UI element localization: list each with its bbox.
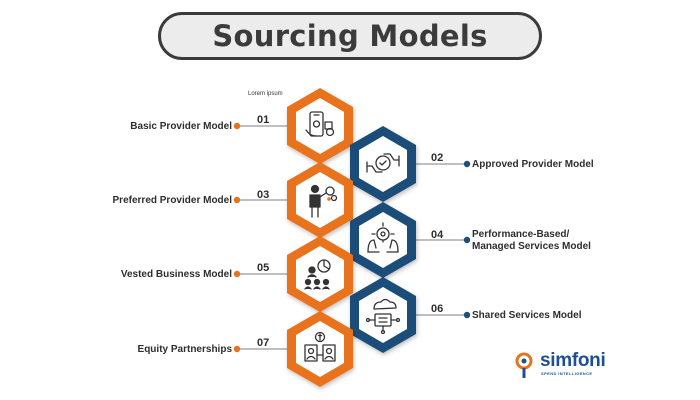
page-title: Sourcing Models xyxy=(212,19,488,53)
model-03-label: Preferred Provider Model xyxy=(112,195,232,206)
logo-tagline: SPEND INTELLIGENCE xyxy=(541,371,593,376)
handshake-check-icon xyxy=(366,153,400,173)
model-03-number: 03 xyxy=(257,189,270,201)
dot-05 xyxy=(233,270,241,278)
model-02-label: Approved Provider Model xyxy=(472,159,594,170)
model-04-label-line2: Managed Services Model xyxy=(472,241,591,252)
person-gear-icon xyxy=(309,184,338,218)
dot-02 xyxy=(463,160,471,168)
model-05-label: Vested Business Model xyxy=(120,269,232,280)
hexagon-01 xyxy=(287,88,353,164)
model-01-label: Basic Provider Model xyxy=(130,121,232,132)
dot-04 xyxy=(463,236,471,244)
logo-text: simfoni xyxy=(540,350,606,371)
lorem-caption: Lorem ipsum xyxy=(248,91,283,97)
partners-money-icon xyxy=(304,331,336,362)
model-04-number: 04 xyxy=(431,229,444,241)
title-banner: Sourcing Models xyxy=(158,12,542,60)
hexagon-07 xyxy=(287,311,353,387)
dot-06 xyxy=(463,311,471,319)
model-06-number: 06 xyxy=(431,303,444,315)
model-07-label: Equity Partnerships xyxy=(137,344,232,355)
simfoni-logo-icon xyxy=(515,352,533,378)
hexagon-06 xyxy=(350,277,416,353)
dot-01 xyxy=(233,122,241,130)
model-06-label: Shared Services Model xyxy=(472,310,582,321)
team-growth-icon xyxy=(304,259,331,290)
dot-07 xyxy=(233,345,241,353)
hands-gear-icon xyxy=(367,222,399,253)
mobile-payment-icon xyxy=(305,111,335,137)
cloud-network-icon xyxy=(365,298,401,335)
model-07-number: 07 xyxy=(257,337,270,349)
model-01-number: 01 xyxy=(257,114,270,126)
model-02-number: 02 xyxy=(431,152,444,164)
hexagon-05 xyxy=(287,236,353,312)
model-04-label-line1: Performance-Based/ xyxy=(472,229,570,240)
model-05-number: 05 xyxy=(257,262,270,274)
dot-03 xyxy=(233,196,241,204)
